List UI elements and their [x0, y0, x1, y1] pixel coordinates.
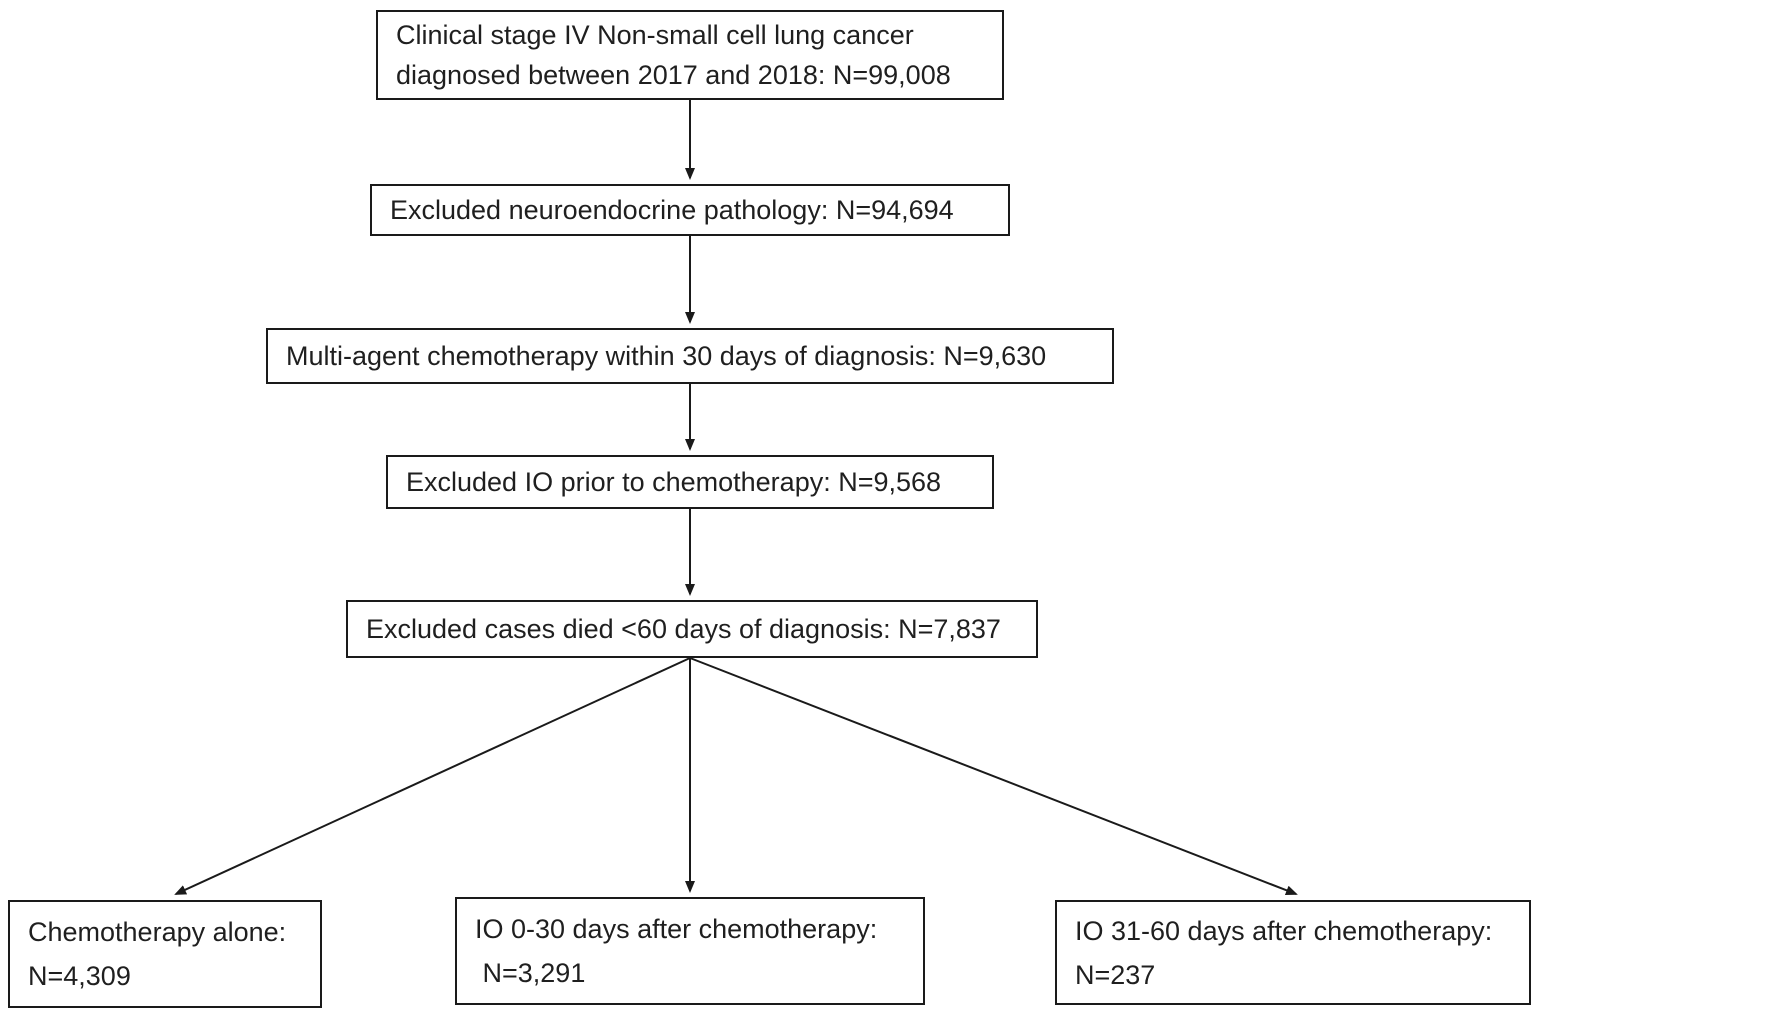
- flow-node-cohort-line1: Clinical stage IV Non-small cell lung ca…: [396, 20, 914, 50]
- flow-node-io-0-30-days-line2: N=3,291: [475, 958, 586, 988]
- flow-node-excluded-died-60-days-label: Excluded cases died <60 days of diagnosi…: [366, 614, 1001, 644]
- flow-node-multiagent-chemotherapy-label: Multi-agent chemotherapy within 30 days …: [286, 341, 1047, 371]
- flow-node-io-31-60-days-line1: IO 31-60 days after chemotherapy:: [1075, 915, 1493, 946]
- flow-node-chemotherapy-alone-line1: Chemotherapy alone:: [28, 917, 287, 947]
- flow-node-chemotherapy-alone: Chemotherapy alone: N=4,309: [8, 900, 322, 1008]
- flow-node-chemotherapy-alone-line2: N=4,309: [28, 961, 131, 991]
- flow-node-excluded-neuroendocrine: Excluded neuroendocrine pathology: N=94,…: [370, 184, 1010, 236]
- flow-node-io-0-30-days-line1: IO 0-30 days after chemotherapy:: [475, 914, 878, 944]
- arrow-died60-to-chemoalone: [174, 657, 691, 895]
- flow-node-excluded-died-60-days: Excluded cases died <60 days of diagnosi…: [346, 600, 1038, 658]
- flow-node-io-0-30-days: IO 0-30 days after chemotherapy: N=3,291: [455, 897, 925, 1005]
- flow-node-io-31-60-days-line2: N=237: [1075, 959, 1156, 990]
- flow-node-excluded-io-prior-label: Excluded IO prior to chemotherapy: N=9,5…: [406, 467, 942, 497]
- flow-node-cohort: Clinical stage IV Non-small cell lung ca…: [376, 10, 1004, 100]
- flow-node-cohort-line2: diagnosed between 2017 and 2018: N=99,00…: [396, 60, 951, 90]
- flow-node-excluded-neuroendocrine-label: Excluded neuroendocrine pathology: N=94,…: [390, 195, 954, 225]
- flow-node-excluded-io-prior: Excluded IO prior to chemotherapy: N=9,5…: [386, 455, 994, 509]
- flow-node-multiagent-chemotherapy: Multi-agent chemotherapy within 30 days …: [266, 328, 1114, 384]
- arrow-died60-to-io3160: [689, 657, 1298, 896]
- flow-node-io-31-60-days: IO 31-60 days after chemotherapy: N=237: [1055, 900, 1531, 1005]
